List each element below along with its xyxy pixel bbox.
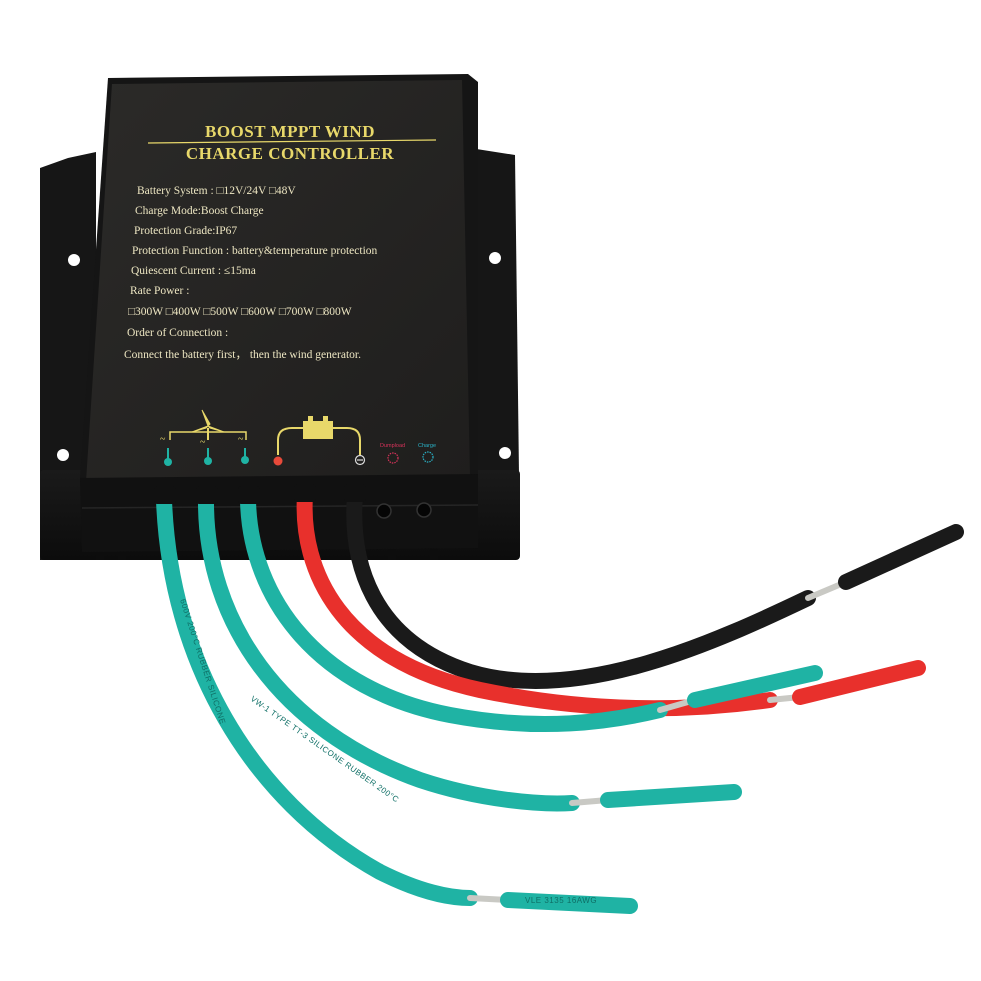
- spec-rate-power-options: □300W □400W □500W □600W □700W □800W: [128, 306, 352, 318]
- spec-order-label: Order of Connection :: [127, 327, 228, 339]
- spec-rate-power-label: Rate Power :: [130, 285, 189, 297]
- mount-hole-bottom-right: [499, 447, 511, 459]
- mount-hole-top-right: [489, 252, 501, 264]
- spec-protection-function: Protection Function : battery&temperatur…: [132, 245, 378, 257]
- svg-text:~: ~: [238, 434, 244, 445]
- cable-black: [346, 487, 816, 690]
- spec-order-text: Connect the battery first， then the wind…: [124, 349, 361, 361]
- plus-icon: [273, 456, 283, 466]
- cable-end-face: [80, 474, 478, 552]
- spec-battery-system: Battery System : □12V/24V □48V: [137, 185, 296, 197]
- cable-print-c: VLE 3135 16AWG: [525, 896, 597, 905]
- cables: [154, 484, 964, 914]
- svg-text:~: ~: [160, 434, 166, 445]
- mount-hole-bottom-left: [57, 449, 69, 461]
- minus-icon: [354, 454, 366, 466]
- cable-print-b: 600V 200°C RUBBER SILICONE: [178, 598, 227, 726]
- spec-charge-mode: Charge Mode:Boost Charge: [135, 205, 264, 217]
- cable-teal-1: [156, 492, 478, 906]
- title-line-2: CHARGE CONTROLLER: [186, 144, 394, 163]
- led-indicators: Dumpload Charge: [380, 443, 436, 464]
- dumpload-led-icon: [387, 452, 399, 464]
- led-lenses: [376, 502, 432, 519]
- title-line-1: BOOST MPPT WIND: [205, 122, 375, 141]
- charge-led-icon: [422, 451, 434, 463]
- cable-teal-3: [240, 492, 668, 733]
- battery-icon: [273, 416, 366, 466]
- spec-quiescent-current: Quiescent Current : ≤15ma: [131, 265, 256, 277]
- svg-text:~: ~: [200, 437, 206, 448]
- phase-markers: [164, 448, 249, 466]
- mount-hole-top-left: [68, 254, 80, 266]
- cable-teal-2: [197, 492, 580, 812]
- wind-turbine-icon: ~ ~ ~: [160, 409, 247, 448]
- front-label-panel: [86, 80, 470, 482]
- spec-protection-grade: Protection Grade:IP67: [134, 225, 237, 237]
- charge-label: Charge: [418, 443, 436, 449]
- spec-label: BOOST MPPT WIND CHARGE CONTROLLER Batter…: [124, 122, 437, 361]
- dumpload-label: Dumpload: [380, 443, 405, 449]
